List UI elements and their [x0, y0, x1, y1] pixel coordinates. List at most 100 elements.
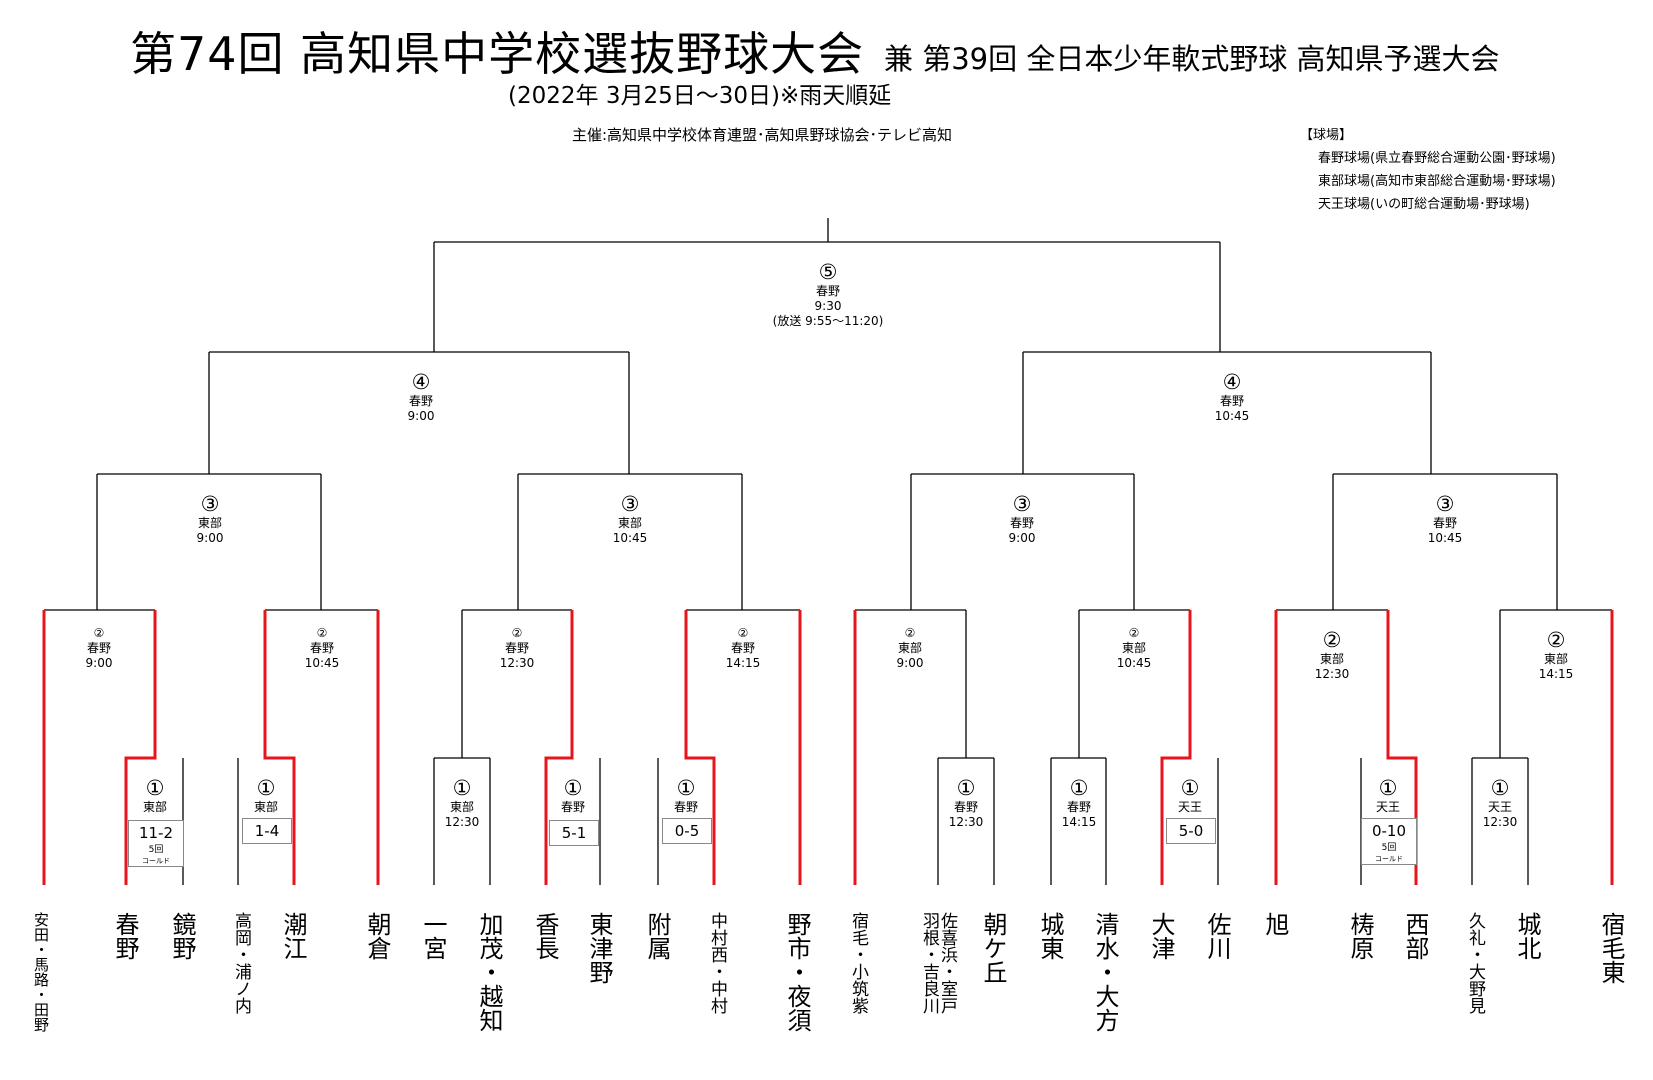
winner-path-haruno	[124, 610, 157, 885]
match-label-r1-8: ① 天王	[1130, 776, 1250, 815]
team-name: 城北	[1513, 912, 1541, 960]
sf2-lines	[1022, 351, 1432, 474]
team-name: 宿毛東	[1597, 912, 1625, 984]
team-name: 佐喜浜・室戸	[937, 912, 957, 1014]
round-number: ④	[1222, 370, 1242, 394]
match-label-r1-2: ① 東部	[206, 776, 326, 815]
match-venue: 春野	[309, 641, 334, 655]
team-name: 春野	[111, 912, 139, 960]
match-venue: 春野	[953, 800, 978, 814]
match-time: 14:15	[1061, 815, 1097, 829]
match-time: 10:45	[304, 656, 340, 670]
r2-5-lines	[855, 609, 967, 758]
match-time: 10:45	[1116, 656, 1152, 670]
round-number: ⑤	[818, 260, 838, 284]
winner-path-shioe	[263, 610, 296, 885]
match-time: 12:30	[1314, 667, 1350, 681]
team-name: 鏡野	[168, 912, 196, 960]
match-venue: 天王	[1177, 800, 1202, 814]
team-name: 一宮	[419, 912, 447, 960]
match-time: 12:30	[948, 815, 984, 829]
match-time: 12:30	[1482, 815, 1518, 829]
round-number: ①	[1069, 776, 1089, 800]
round-number: ④	[411, 370, 431, 394]
called-game-note: コールド	[1375, 855, 1403, 863]
venue-item-tobu: 東部球場(高知市東部総合運動場･野球場)	[1318, 174, 1556, 189]
match-time: 9:30	[814, 299, 842, 313]
called-inning: 5回	[148, 845, 164, 855]
broadcast-time: (放送 9:55～11:20)	[772, 314, 884, 328]
round-number: ①	[563, 776, 583, 800]
round-number: ①	[452, 776, 472, 800]
r2-8-lines	[1499, 609, 1612, 758]
round-number: ①	[1378, 776, 1398, 800]
team-name: 潮江	[279, 912, 307, 960]
team-name: 城東	[1036, 912, 1064, 960]
match-label-r2-5: ② 東部 9:00	[850, 626, 970, 671]
match-label-r2-7: ② 東部 12:30	[1272, 628, 1392, 682]
venue-heading: 【球場】	[1300, 128, 1353, 143]
round-number: ①	[145, 776, 165, 800]
match-venue: 天王	[1487, 800, 1512, 814]
match-time: 12:30	[444, 815, 480, 829]
winner-path-otsu	[1160, 610, 1192, 885]
round-number: ①	[1490, 776, 1510, 800]
match-venue: 東部	[197, 516, 222, 530]
r1-6-lines	[937, 757, 995, 885]
match-venue: 東部	[142, 800, 167, 814]
match-label-qf2: ③ 東部 10:45	[570, 492, 690, 546]
match-venue: 春野	[1066, 800, 1091, 814]
match-label-r2-8: ② 東部 14:15	[1496, 628, 1616, 682]
match-label-r1-1: ① 東部	[95, 776, 215, 815]
match-label-sf1: ④ 春野 9:00	[361, 370, 481, 424]
team-name: 久礼・大野見	[1465, 912, 1485, 1014]
round-number: ①	[1180, 776, 1200, 800]
match-label-r1-9: ① 天王	[1328, 776, 1448, 815]
match-score: 5-1	[561, 824, 587, 842]
qf4-lines	[1332, 473, 1558, 610]
score-box-r1-2: 1-4	[242, 818, 292, 844]
round-number: ③	[1435, 492, 1455, 516]
match-time: 9:00	[196, 531, 224, 545]
round-number: ②	[1128, 626, 1140, 640]
match-score: 5-0	[1178, 822, 1204, 840]
round-number: ①	[676, 776, 696, 800]
qf1-lines	[96, 473, 322, 610]
match-label-r2-3: ② 春野 12:30	[457, 626, 577, 671]
match-venue: 春野	[408, 394, 433, 408]
match-label-qf1: ③ 東部 9:00	[150, 492, 270, 546]
team-name: 野市・夜須	[783, 912, 811, 1032]
r2-6-lines	[1078, 609, 1190, 758]
team-name: 中村西・中村	[707, 912, 727, 1014]
match-label-sf2: ④ 春野 10:45	[1172, 370, 1292, 424]
round-number: ②	[316, 626, 328, 640]
round-number: ③	[1012, 492, 1032, 516]
match-label-r1-5: ① 春野	[626, 776, 746, 815]
qf2-lines	[517, 473, 743, 610]
team-name: 東津野	[585, 912, 613, 984]
match-venue: 春野	[504, 641, 529, 655]
match-time: 9:00	[85, 656, 113, 670]
winner-path-nakamura	[684, 610, 716, 885]
venue-item-tenno: 天王球場(いの町総合運動場･野球場)	[1318, 197, 1530, 212]
team-name: 高岡・浦ノ内	[231, 912, 251, 1014]
r1-7-lines	[1050, 757, 1107, 885]
team-names: 安田・馬路・田野 春野 鏡野 高岡・浦ノ内 潮江 朝倉 一宮 加茂・越知 香長 …	[0, 912, 1653, 1080]
score-box-r1-5: 0-5	[662, 818, 712, 844]
team-name: 大津	[1147, 912, 1175, 960]
match-venue: 東部	[449, 800, 474, 814]
team-name: 宿毛・小筑紫	[848, 912, 868, 1014]
round-number: ②	[511, 626, 523, 640]
match-venue: 東部	[897, 641, 922, 655]
score-box-r1-4: 5-1	[549, 820, 599, 846]
match-venue: 春野	[560, 800, 585, 814]
round-number: ②	[1546, 628, 1566, 652]
round-number: ③	[200, 492, 220, 516]
match-score: 0-5	[674, 822, 700, 840]
organizer-line: 主催:高知県中学校体育連盟･高知県野球協会･テレビ高知	[572, 126, 953, 144]
page-title: 第74回 高知県中学校選抜野球大会	[130, 27, 865, 81]
match-time: 9:00	[896, 656, 924, 670]
match-time: 9:00	[407, 409, 435, 423]
match-venue: 東部	[1543, 652, 1568, 666]
